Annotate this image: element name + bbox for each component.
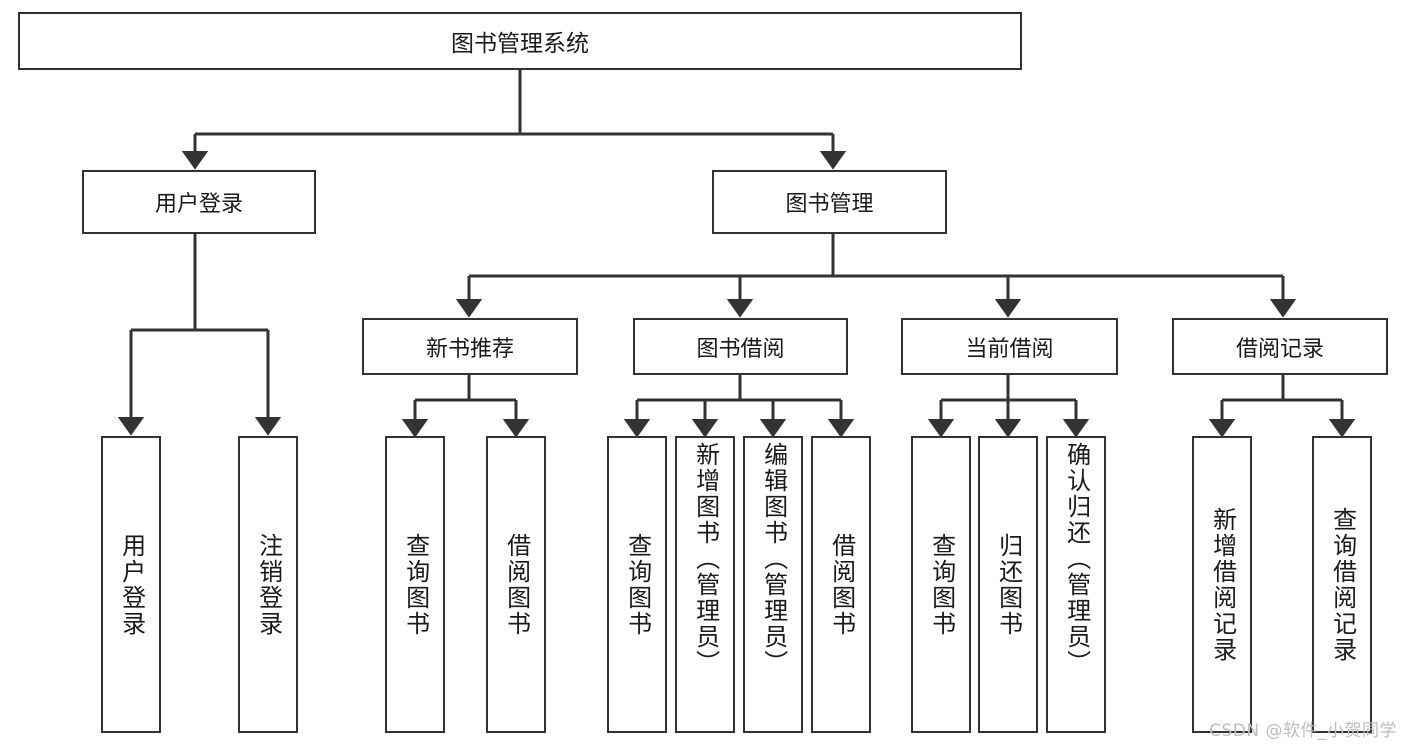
node-borrow-record-label: 借阅记录 — [1235, 336, 1324, 362]
node-new-book-recommend[interactable]: 新书推荐 — [362, 318, 578, 375]
node-book-manage-label: 图书管理 — [785, 192, 874, 217]
node-leaf-query-book-3-label: 查询图书 — [927, 532, 956, 637]
node-leaf-query-book-1[interactable]: 查询图书 — [385, 436, 445, 733]
node-new-book-recommend-label: 新书推荐 — [425, 336, 514, 362]
node-leaf-borrow-book-2-label: 借阅图书 — [827, 532, 856, 637]
node-leaf-query-record[interactable]: 查询借阅记录 — [1312, 436, 1372, 733]
node-user-login-label: 用户登录 — [154, 192, 243, 217]
node-leaf-logout[interactable]: 注销登录 — [238, 436, 298, 733]
node-leaf-query-book-2-label: 查询图书 — [623, 532, 652, 637]
node-leaf-borrow-book-1-label: 借阅图书 — [502, 532, 531, 637]
node-leaf-confirm-return-label: 确认归还（管理员） — [1062, 442, 1091, 676]
node-leaf-return-book[interactable]: 归还图书 — [978, 436, 1038, 733]
node-leaf-user-login[interactable]: 用户登录 — [101, 436, 161, 733]
node-leaf-add-book[interactable]: 新增图书（管理员） — [675, 436, 735, 733]
node-leaf-logout-label: 注销登录 — [254, 532, 283, 637]
node-leaf-user-login-label: 用户登录 — [117, 532, 146, 637]
node-leaf-query-book-3[interactable]: 查询图书 — [911, 436, 971, 733]
node-leaf-confirm-return[interactable]: 确认归还（管理员） — [1046, 436, 1106, 733]
node-current-borrow-label: 当前借阅 — [965, 336, 1054, 362]
node-leaf-add-record[interactable]: 新增借阅记录 — [1192, 436, 1252, 733]
node-user-login[interactable]: 用户登录 — [82, 170, 316, 234]
node-borrow-record[interactable]: 借阅记录 — [1172, 318, 1388, 375]
node-leaf-add-book-label: 新增图书（管理员） — [691, 442, 720, 676]
node-leaf-borrow-book-1[interactable]: 借阅图书 — [486, 436, 546, 733]
node-book-borrow-label: 图书借阅 — [696, 336, 785, 362]
node-leaf-edit-book[interactable]: 编辑图书（管理员） — [743, 436, 803, 733]
node-leaf-query-book-1-label: 查询图书 — [401, 532, 430, 637]
node-book-borrow[interactable]: 图书借阅 — [633, 318, 848, 375]
node-leaf-borrow-book-2[interactable]: 借阅图书 — [811, 436, 871, 733]
node-current-borrow[interactable]: 当前借阅 — [901, 318, 1118, 375]
node-book-manage[interactable]: 图书管理 — [712, 170, 947, 234]
node-leaf-query-book-2[interactable]: 查询图书 — [607, 436, 667, 733]
node-leaf-edit-book-label: 编辑图书（管理员） — [759, 442, 788, 676]
node-root-label: 图书管理系统 — [451, 31, 589, 57]
node-root[interactable]: 图书管理系统 — [18, 12, 1022, 70]
node-leaf-query-record-label: 查询借阅记录 — [1328, 506, 1357, 663]
watermark-text: CSDN @软件_小贺同学 — [1209, 721, 1397, 741]
node-leaf-return-book-label: 归还图书 — [994, 532, 1023, 637]
node-leaf-add-record-label: 新增借阅记录 — [1208, 506, 1237, 663]
